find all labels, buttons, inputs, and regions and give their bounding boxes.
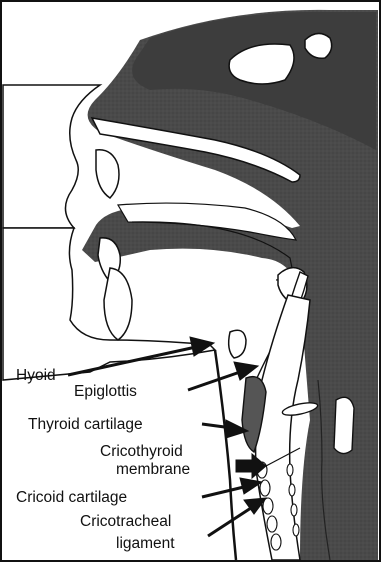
label-cricothyroid-line2: membrane: [116, 461, 190, 478]
label-hyoid: Hyoid: [16, 367, 56, 384]
label-cricotracheal-line1: Cricotracheal: [80, 513, 171, 530]
label-cricotracheal-line2: ligament: [116, 535, 175, 552]
label-epiglottis: Epiglottis: [74, 383, 137, 400]
label-cricoid-cartilage: Cricoid cartilage: [16, 489, 127, 506]
label-cricothyroid-line1: Cricothyroid: [100, 443, 183, 460]
esophagus: [334, 397, 354, 453]
label-thyroid-cartilage: Thyroid cartilage: [28, 416, 143, 433]
